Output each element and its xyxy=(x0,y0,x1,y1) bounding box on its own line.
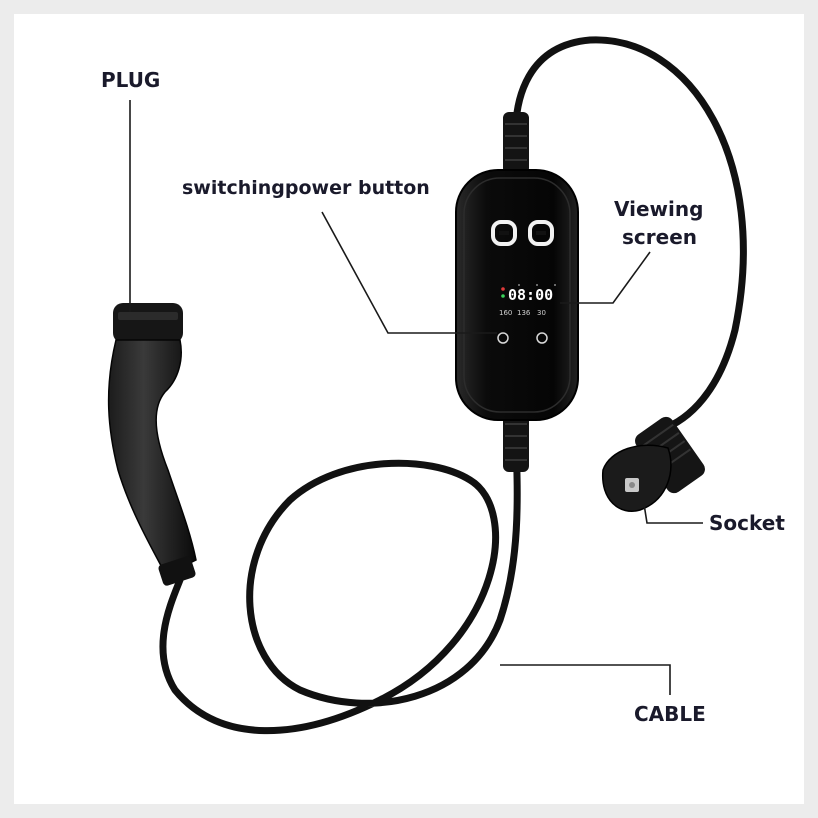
display-left-value: 160 xyxy=(499,309,512,317)
strain-relief-top xyxy=(503,112,529,174)
indicator-icon-right xyxy=(528,220,554,246)
wall-socket-plug xyxy=(602,416,705,512)
cable-to-socket xyxy=(511,36,747,434)
label-switching-power-button: switchingpower button xyxy=(182,177,430,199)
cable-loop xyxy=(159,436,521,735)
control-box: 08:00 160 136 30 xyxy=(455,169,579,421)
display-main-readout: 08:00 xyxy=(508,286,553,304)
strain-relief-bottom xyxy=(503,410,529,472)
leader-socket xyxy=(643,503,703,524)
leader-screen xyxy=(560,251,651,304)
leader-lines xyxy=(129,100,703,695)
label-cable: CABLE xyxy=(634,702,706,726)
leader-switch xyxy=(321,211,497,334)
label-plug: PLUG xyxy=(101,68,160,92)
label-viewing-screen-line1: Viewing xyxy=(614,197,703,221)
leader-cable xyxy=(500,664,671,695)
display-mid-value: 136 xyxy=(517,309,531,317)
display-right-value: 30 xyxy=(537,309,546,317)
cable-group xyxy=(159,36,747,735)
switching-power-button[interactable] xyxy=(497,332,509,344)
label-socket: Socket xyxy=(709,511,785,535)
indicator-icon-left xyxy=(491,220,517,246)
secondary-button[interactable] xyxy=(536,332,548,344)
label-viewing-screen-line2: screen xyxy=(622,225,697,249)
ev-plug xyxy=(107,303,197,586)
status-dots xyxy=(501,284,556,298)
